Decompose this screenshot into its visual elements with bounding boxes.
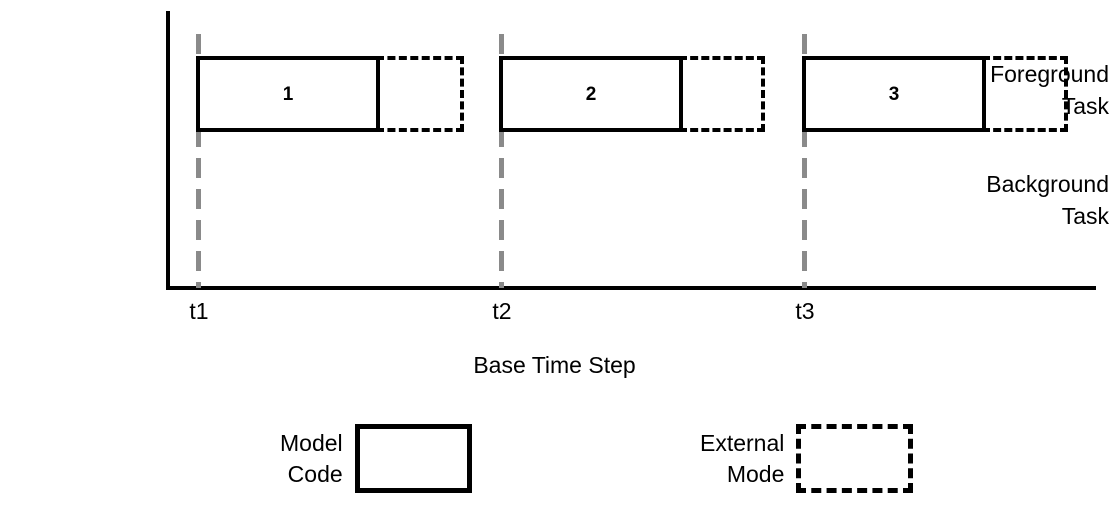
external-mode-block-2 [679,56,765,132]
task-bar-number-1: 1 [282,83,294,105]
row-label-background-line2: Task [1061,203,1109,229]
task-bar-group-3: 3 [802,56,1068,132]
model-code-block-3: 3 [802,56,986,132]
legend-label-external-mode: External Mode [700,428,784,490]
gridline-t2 [499,34,504,288]
external-mode-block-3 [982,56,1068,132]
x-tick-label-t1: t1 [189,298,209,324]
task-bar-number-2: 2 [585,83,597,105]
gridline-t1 [196,34,201,288]
model-code-block-2: 2 [499,56,683,132]
row-label-foreground-line2: Task [1061,93,1109,119]
external-mode-block-1 [376,56,464,132]
x-tick-label-t2: t2 [492,298,512,324]
task-bar-number-3: 3 [888,83,900,105]
x-axis-line [166,286,1096,290]
legend-swatch-external-mode [796,424,914,493]
row-label-background-task: Background Task [951,168,1109,232]
row-label-foreground-line1: Foreground [990,61,1109,87]
legend-label-external-mode-line2: Mode [726,460,785,487]
model-code-block-1: 1 [196,56,380,132]
task-bar-group-2: 2 [499,56,765,132]
legend-swatch-model-code [354,424,472,493]
x-axis-title: Base Time Step [473,352,636,378]
row-label-foreground-task: Foreground Task [951,58,1109,122]
gridline-t3 [802,34,807,288]
task-bar-group-1: 1 [196,56,464,132]
legend-item-external-mode: External Mode [700,424,914,493]
x-tick-label-t3: t3 [795,298,815,324]
legend-label-external-mode-line1: External [700,429,785,456]
row-label-background-line1: Background [986,171,1109,197]
legend-label-model-code: Model Code [280,428,343,490]
legend-item-model-code: Model Code [280,424,472,493]
y-axis-line [166,11,170,290]
legend-label-model-code-line1: Model [280,429,343,456]
legend-label-model-code-line2: Code [287,460,343,487]
